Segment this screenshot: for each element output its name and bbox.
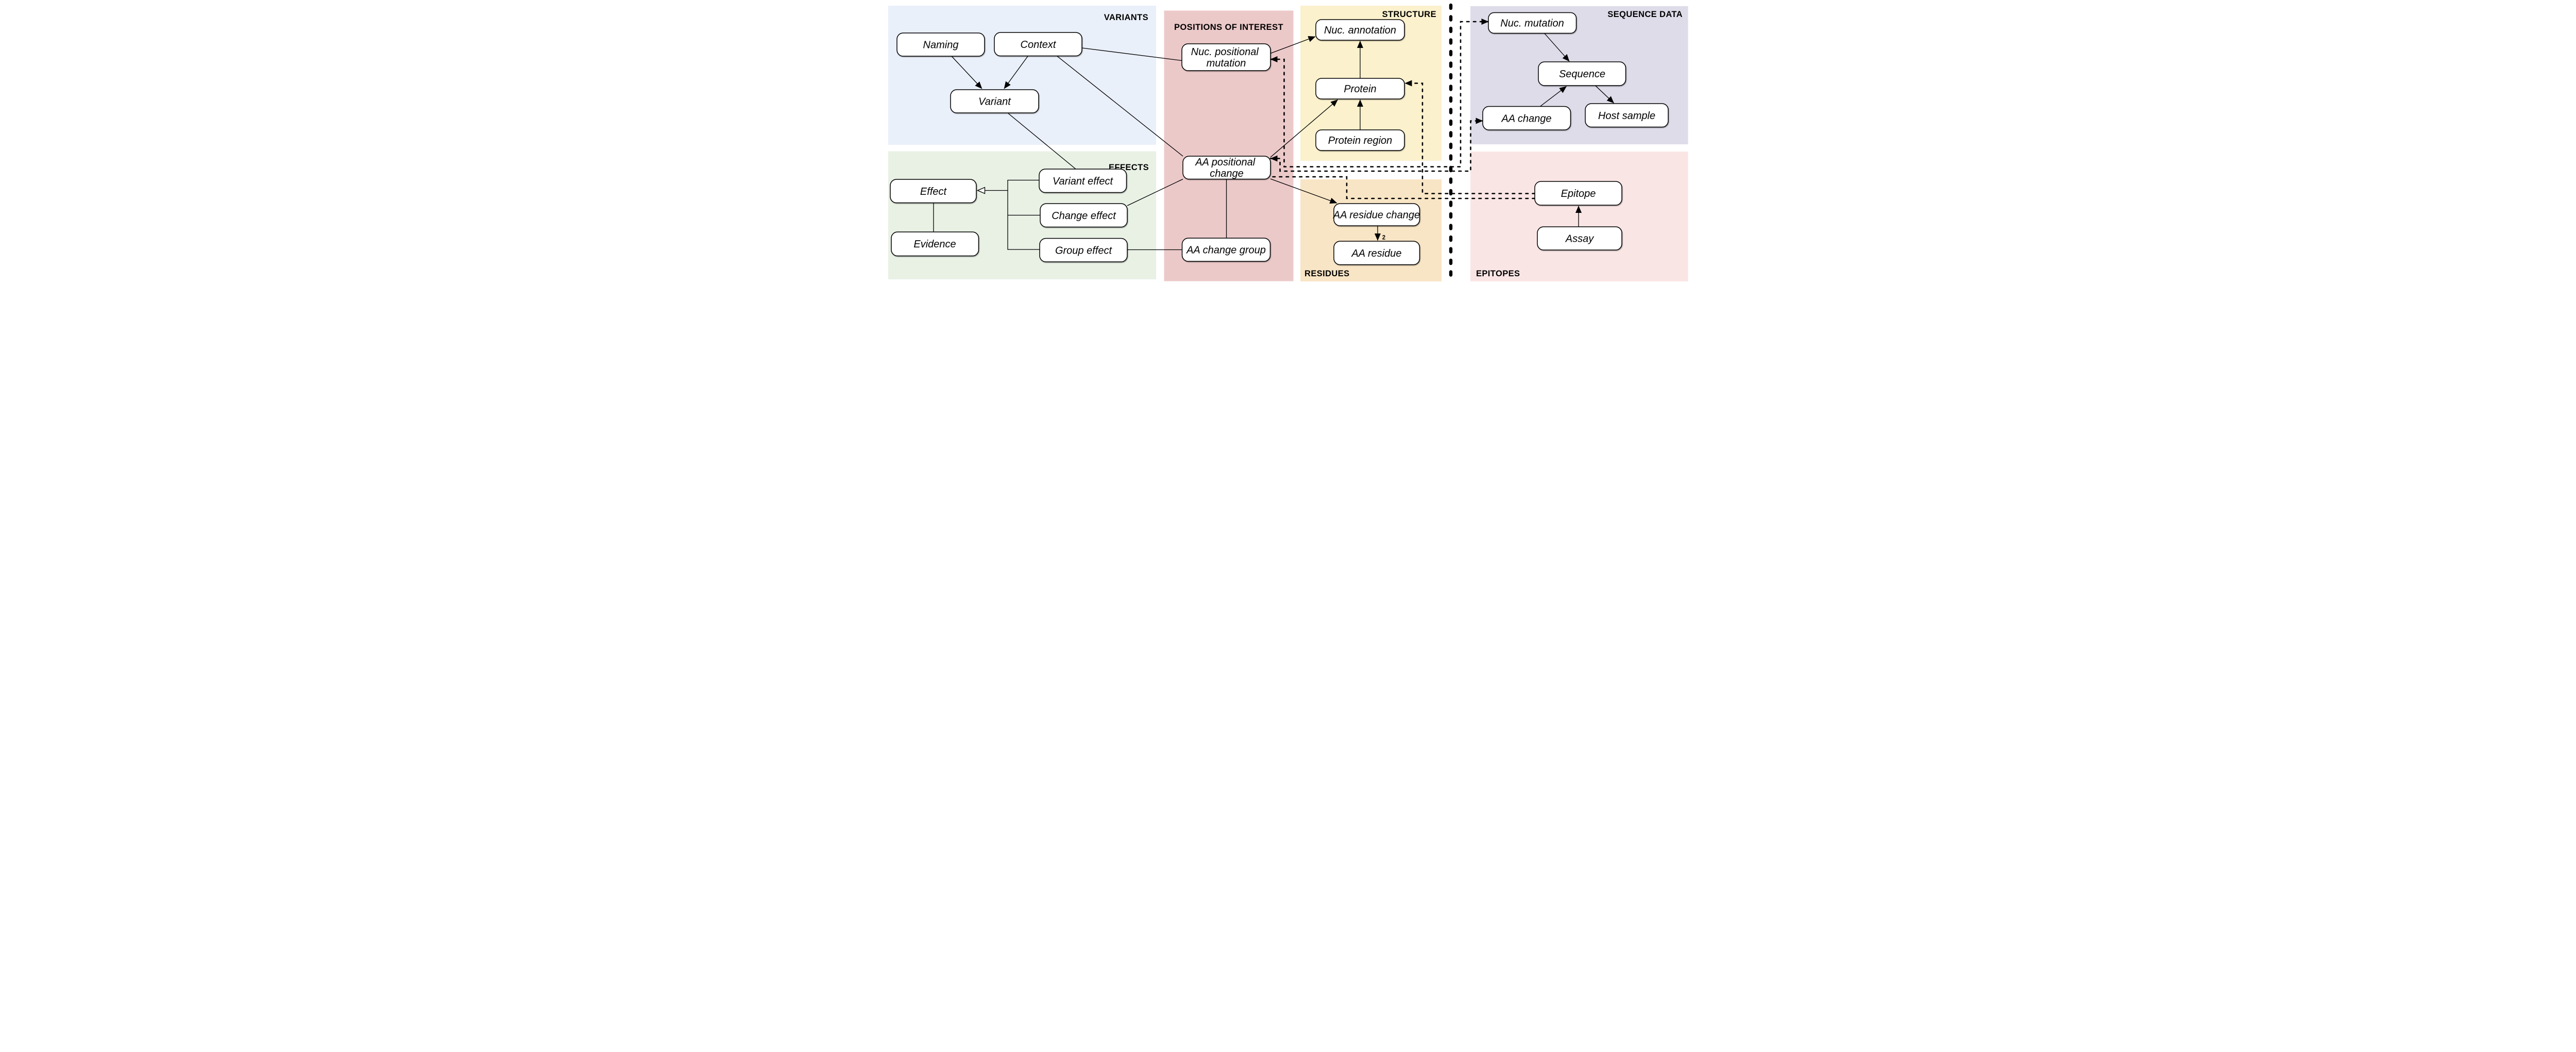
variants-panel xyxy=(888,6,1156,145)
epitopes-panel xyxy=(1470,152,1688,281)
node-protein-region: Protein region xyxy=(1315,129,1405,151)
solid-arrow-edges xyxy=(951,33,1614,241)
node-context: Context xyxy=(994,32,1082,57)
node-evidence: Evidence xyxy=(891,231,979,257)
node-assay: Assay xyxy=(1537,226,1622,251)
multiplicity-label: 2 xyxy=(1382,235,1385,241)
svg-text:Change effect: Change effect xyxy=(1052,210,1116,222)
svg-text:Assay: Assay xyxy=(1565,233,1594,245)
edge-aa-positional-change-aa-change xyxy=(1269,118,1484,172)
svg-text:Host sample: Host sample xyxy=(1598,110,1655,122)
svg-text:Group effect: Group effect xyxy=(1055,245,1113,257)
node-aa-residue: AA residue xyxy=(1333,241,1420,265)
svg-text:Variant: Variant xyxy=(978,96,1011,108)
node-effect: Effect xyxy=(890,179,977,204)
edge-change-effect-aa-positional-change xyxy=(1127,178,1183,206)
svg-text:AA residue: AA residue xyxy=(1351,248,1401,259)
svg-text:Epitope: Epitope xyxy=(1561,188,1596,199)
node-aa-change-group: AA change group xyxy=(1181,238,1271,262)
schema-diagram: VARIANTS POSITIONS OF INTEREST STRUCTURE… xyxy=(884,0,1692,288)
node-nuc-mutation: Nuc. mutation xyxy=(1488,12,1577,34)
svg-text:Variant effect: Variant effect xyxy=(1053,176,1114,187)
svg-text:Nuc. mutation: Nuc. mutation xyxy=(1500,18,1564,29)
nodes: Naming Context Variant Nuc. positional m… xyxy=(890,12,1669,265)
sequence-data-title: SEQUENCE DATA xyxy=(1607,10,1683,19)
edge-sequence-host-sample xyxy=(1595,86,1614,104)
epitopes-title: EPITOPES xyxy=(1476,269,1520,278)
svg-text:Effect: Effect xyxy=(920,186,947,197)
node-protein: Protein xyxy=(1315,78,1405,99)
positions-title: POSITIONS OF INTEREST xyxy=(1174,23,1283,32)
edge-epitope-protein xyxy=(1404,80,1536,194)
node-nuc-positional-mutation: Nuc. positional mutation xyxy=(1181,43,1271,71)
edge-epitope-aa-positional-change xyxy=(1269,176,1536,199)
node-aa-change: AA change xyxy=(1482,106,1571,130)
svg-text:Nuc. positional mutati: Nuc. positional mutation xyxy=(1191,46,1262,69)
edge-aa-positional-change-protein xyxy=(1270,99,1338,158)
node-change-effect: Change effect xyxy=(1040,203,1128,228)
node-sequence: Sequence xyxy=(1538,61,1626,86)
edge-context-nuc-positional-mutation xyxy=(1081,47,1182,61)
edge-variant-variant-effect xyxy=(1008,113,1076,170)
svg-text:AA change: AA change xyxy=(1501,113,1551,125)
edge-aa-change-sequence xyxy=(1540,86,1567,107)
edge-aa-positional-change-aa-residue-change xyxy=(1270,178,1337,204)
svg-text:Sequence: Sequence xyxy=(1559,69,1605,80)
node-variant: Variant xyxy=(950,89,1039,113)
diagram-stage: VARIANTS POSITIONS OF INTEREST STRUCTURE… xyxy=(884,0,1692,288)
node-nuc-annotation: Nuc. annotation xyxy=(1315,19,1405,41)
node-epitope: Epitope xyxy=(1534,181,1622,206)
residues-panel xyxy=(1300,179,1442,281)
svg-text:Context: Context xyxy=(1021,39,1057,51)
node-aa-residue-change: AA residue change xyxy=(1333,203,1420,226)
svg-text:Naming: Naming xyxy=(923,40,959,51)
edge-generalization-bracket xyxy=(1007,179,1040,250)
edge-context-aa-positional-change xyxy=(1057,56,1183,157)
node-group-effect: Group effect xyxy=(1039,238,1128,262)
svg-text:Nuc. annotation: Nuc. annotation xyxy=(1324,25,1396,36)
edge-nuc-positional-mutation-nuc-annotation xyxy=(1270,36,1316,54)
edge-context-variant xyxy=(1004,56,1028,89)
svg-text:Evidence: Evidence xyxy=(913,239,956,250)
variants-title: VARIANTS xyxy=(1104,13,1148,22)
solid-edges xyxy=(933,47,1227,251)
structure-title: STRUCTURE xyxy=(1382,10,1436,19)
svg-text:Protein region: Protein region xyxy=(1328,135,1393,146)
svg-text:Protein: Protein xyxy=(1344,84,1376,95)
node-naming: Naming xyxy=(896,32,985,57)
svg-text:AA positional change: AA positional change xyxy=(1195,157,1258,179)
node-host-sample: Host sample xyxy=(1585,103,1669,128)
residues-title: RESIDUES xyxy=(1304,269,1350,278)
svg-text:AA residue change: AA residue change xyxy=(1333,210,1420,221)
edge-naming-variant xyxy=(951,56,982,89)
edge-nuc-positional-mutation-nuc-mutation xyxy=(1269,19,1489,168)
node-aa-positional-change: AA positional change xyxy=(1182,156,1271,180)
node-variant-effect: Variant effect xyxy=(1039,169,1127,193)
dashed-edges xyxy=(1269,19,1536,199)
svg-text:AA change group: AA change group xyxy=(1186,245,1266,256)
edge-nuc-mutation-sequence xyxy=(1544,33,1570,62)
